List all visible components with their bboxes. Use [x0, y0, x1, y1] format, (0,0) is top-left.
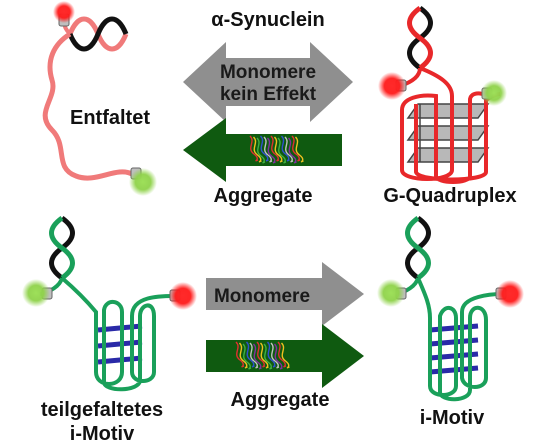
fibril-strand [266, 137, 276, 164]
bottom-aggregate-label: Aggregate [231, 389, 330, 411]
fibril-strand [256, 341, 266, 368]
monomer-no-effect-double-arrow [183, 42, 353, 122]
monomer-arrow-bottom [206, 262, 364, 326]
fibril-strand [270, 135, 280, 162]
green-fluorophore-icon [22, 279, 53, 307]
imotif-structure [377, 215, 524, 402]
fibril-strand [280, 342, 290, 369]
partial-imotif-strand [60, 276, 175, 392]
aggregate-arrow-bottom [206, 324, 364, 388]
fibril-strand [263, 343, 273, 370]
fibril-strand [249, 135, 259, 162]
fibril-strand [235, 341, 245, 368]
aggregate-arrow-top [183, 118, 342, 182]
fibril-strand [252, 136, 262, 163]
fibril-strand [294, 136, 304, 163]
fibril-strand [266, 341, 276, 368]
fibril-strand [259, 135, 269, 162]
fibril-strand [284, 136, 294, 163]
fibril-aggregate-icon [249, 135, 304, 164]
top-aggregate-label: Aggregate [214, 185, 313, 207]
top-monomer-label-line2: kein Effekt [220, 84, 317, 105]
title-alpha-synuclein: α-Synuclein [211, 9, 324, 31]
fibril-strand [249, 342, 259, 369]
fibril-strand [263, 136, 273, 163]
fibril-strand [270, 342, 280, 369]
fibril-strand [238, 342, 248, 369]
unfolded-label: Entfaltet [70, 107, 150, 129]
fibril-strand [291, 135, 301, 162]
unfolded-dna-structure [42, 1, 157, 196]
quadruplex-strand [400, 66, 488, 184]
g-quadruplex-label: G-Quadruplex [383, 185, 516, 207]
bottom-monomer-label: Monomere [214, 286, 310, 307]
fibril-strand [242, 343, 252, 370]
red-fluorophore-icon [378, 72, 407, 100]
fibril-strand [259, 342, 269, 369]
green-fluorophore-icon [377, 279, 407, 307]
fibril-strand [252, 343, 262, 370]
g-quadruplex-structure [378, 5, 507, 184]
red-fluorophore-icon [53, 1, 75, 27]
red-fluorophore-icon [169, 282, 197, 310]
green-fluorophore-icon [481, 80, 507, 106]
fibril-strand [273, 343, 283, 370]
fibril-strand [277, 137, 287, 164]
fibril-strand [287, 137, 297, 164]
partial-imotif-label-line1: teilgefaltetes [41, 399, 163, 421]
fibril-strand [245, 341, 255, 368]
unfolded-single-strand [42, 31, 134, 181]
top-monomer-label-line1: Monomere [220, 62, 316, 83]
unfolded-duplex-black-strand [67, 16, 129, 52]
green-fluorophore-icon [129, 167, 157, 196]
fibril-strand [277, 341, 287, 368]
imotif-strand [416, 277, 503, 402]
imotif-label: i-Motiv [420, 407, 485, 429]
partially-folded-imotif-structure [22, 215, 197, 392]
red-fluorophore-icon [495, 280, 524, 308]
fibril-strand [280, 135, 290, 162]
g-tetrad-stack [406, 103, 490, 163]
partial-imotif-label-line2: i-Motiv [70, 423, 135, 445]
fibril-strand [273, 136, 283, 163]
fibril-strand [256, 137, 266, 164]
fibril-aggregate-icon [235, 341, 290, 370]
